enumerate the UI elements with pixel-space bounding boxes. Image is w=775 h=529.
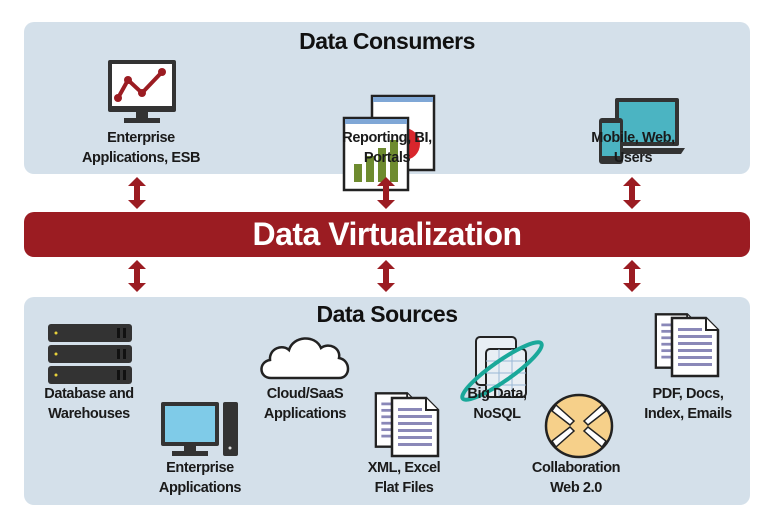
big-data-grid-icon [460,336,544,402]
label-line: Applications, ESB [81,150,201,166]
label-line: Enterprise [107,130,175,146]
label-line: Collaboration [531,460,621,476]
bidirectional-arrow-icon [376,177,396,209]
data-virtualization-bar: Data Virtualization [24,212,750,257]
consumer-label-mobile: Mobile, Web, Users [591,128,675,168]
cloud-icon [260,337,350,380]
label-line: NoSQL [473,406,521,422]
data-sources-title: Data Sources [316,301,458,327]
documents-icon [372,388,442,460]
label-line: Index, Emails [644,406,732,422]
data-sources-panel: Data Sources [24,297,750,505]
report-windows-icon [342,94,436,192]
label-line: Reporting, BI, [342,130,432,146]
label-line: Cloud/SaaS [266,386,344,402]
label-line: Database and [44,386,134,402]
label-line: Portals [363,150,411,166]
label-line: PDF, Docs, [652,386,724,402]
consumer-label-reporting: Reporting, BI, Portals [342,128,432,168]
label-line: Users [613,150,653,166]
data-consumers-title: Data Consumers [299,28,475,54]
server-stack-icon [48,324,132,384]
label-line: Applications [158,480,242,496]
label-line: Web 2.0 [550,480,602,496]
label-line: Warehouses [48,406,130,422]
bidirectional-arrow-icon [622,177,642,209]
bidirectional-arrow-icon [127,260,147,292]
label-line: Mobile, Web, [591,130,675,146]
label-line: Applications [263,406,347,422]
source-label-bigdata: Big Data, NoSQL [467,384,527,424]
pdf-documents-icon [652,308,724,380]
bidirectional-arrow-icon [127,177,147,209]
bidirectional-arrow-icon [622,260,642,292]
source-label-cloud: Cloud/SaaS Applications [263,384,347,424]
label-line: XML, Excel [367,460,441,476]
monitor-line-chart-icon [108,60,176,123]
bidirectional-arrow-icon [376,260,396,292]
label-line: Enterprise [166,460,234,476]
label-line: Big Data, [467,386,527,402]
source-label-pdf: PDF, Docs, Index, Emails [644,384,732,424]
mobile-laptop-icon [599,98,685,164]
desktop-computer-icon [161,402,238,456]
label-line: Flat Files [374,480,434,496]
hands-circle-icon [544,393,614,459]
